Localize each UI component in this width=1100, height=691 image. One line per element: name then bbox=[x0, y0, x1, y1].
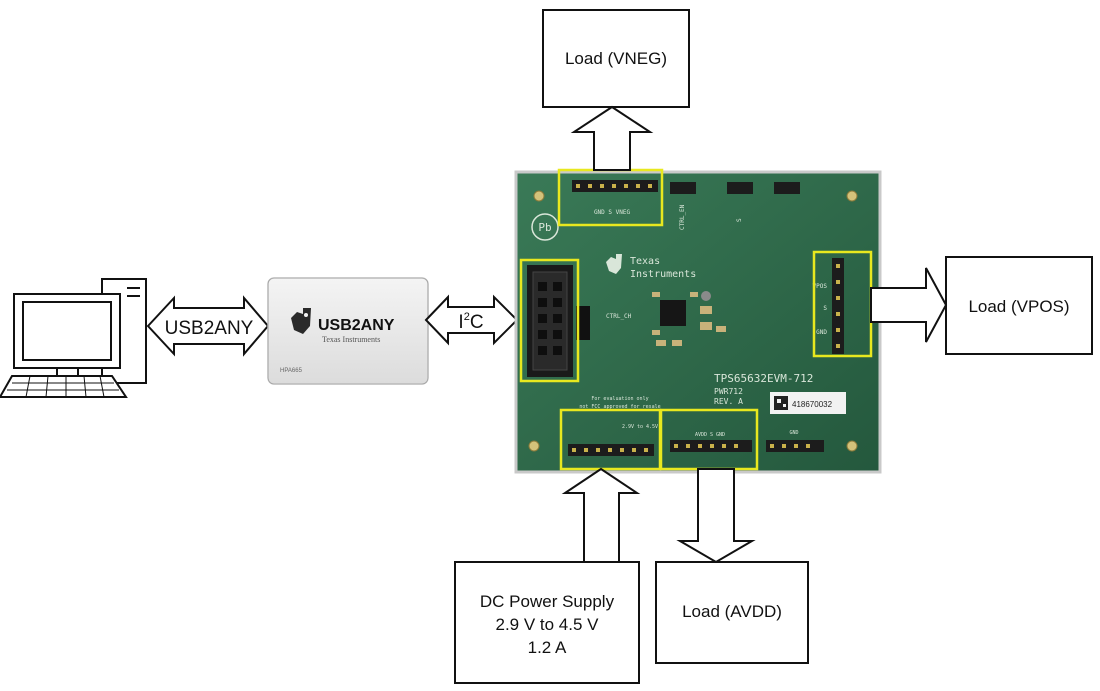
i2c-link-label: I2C bbox=[458, 311, 483, 333]
usb2any-tag: HPA665 bbox=[280, 368, 303, 374]
i2c-connector bbox=[527, 265, 590, 377]
board-brand-line1: Texas bbox=[630, 256, 660, 267]
jumper-label-s: S bbox=[736, 218, 743, 222]
pwr-code: PWR712 bbox=[714, 387, 743, 396]
header-supply: 2.9V to 4.5V bbox=[568, 424, 658, 456]
evm-board: Pb Texas Instruments GND S VNEG CTRL_EN … bbox=[514, 170, 882, 474]
pb-mark-text: Pb bbox=[538, 221, 551, 234]
header-vneg-label: GND S VNEG bbox=[594, 209, 631, 216]
board-brand-line2: Instruments bbox=[630, 269, 696, 280]
revision: REV. A bbox=[714, 397, 743, 406]
header-vpos-label-2: S bbox=[823, 305, 827, 312]
usb2any-device: USB2ANY Texas Instruments HPA665 bbox=[267, 277, 429, 385]
header-gnd: GND bbox=[766, 430, 824, 452]
load-avdd-block: Load (AVDD) bbox=[655, 561, 809, 664]
dc-supply-line3: 1.2 A bbox=[528, 638, 567, 657]
header-vpos-label-1: VPOS bbox=[813, 283, 828, 290]
pb-free-icon bbox=[531, 213, 559, 241]
arrow-to-vpos bbox=[870, 267, 948, 343]
computer-icon bbox=[0, 278, 147, 398]
ti-logo-icon bbox=[291, 308, 311, 334]
usb2any-brand-text: Texas Instruments bbox=[322, 335, 380, 344]
usb2any-logo-text: USB2ANY bbox=[318, 317, 395, 334]
barcode-number: 418670032 bbox=[792, 400, 833, 409]
board-ti-logo-icon bbox=[606, 254, 622, 274]
usb-link-label: USB2ANY bbox=[165, 318, 254, 339]
header-gnd-label: GND bbox=[789, 430, 798, 436]
header-supply-label: 2.9V to 4.5V bbox=[622, 424, 658, 430]
arrow-to-avdd bbox=[676, 468, 756, 564]
part-number: TPS65632EVM-712 bbox=[714, 372, 813, 385]
arrow-to-vneg bbox=[570, 105, 654, 171]
load-vpos-block: Load (VPOS) bbox=[945, 256, 1093, 355]
chip-label: CTRL_CH bbox=[606, 313, 632, 320]
header-vpos: VPOS S GND bbox=[813, 258, 844, 354]
header-avdd: AVDD S GND bbox=[670, 432, 752, 452]
dc-supply-line1: DC Power Supply bbox=[480, 592, 615, 611]
header-avdd-label: AVDD S GND bbox=[695, 432, 725, 438]
highlight-i2c bbox=[519, 258, 580, 383]
dc-supply-block: DC Power Supply 2.9 V to 4.5 V 1.2 A bbox=[454, 561, 640, 684]
arrow-from-supply bbox=[561, 467, 641, 563]
eval-note-line2: not FCC approved for resale bbox=[579, 404, 660, 410]
jumper-block: CTRL_EN S bbox=[670, 182, 800, 230]
load-vneg-block: Load (VNEG) bbox=[542, 9, 690, 108]
load-vpos-label: Load (VPOS) bbox=[968, 297, 1069, 316]
jumper-label-ctrl-en: CTRL_EN bbox=[679, 204, 686, 230]
header-vneg: GND S VNEG bbox=[572, 180, 658, 216]
usb-link-arrow: USB2ANY bbox=[146, 295, 270, 357]
load-avdd-label: Load (AVDD) bbox=[682, 602, 782, 621]
i2c-link-arrow: I2C bbox=[424, 294, 519, 346]
barcode-label: 418670032 bbox=[770, 392, 846, 414]
header-vpos-label-3: GND bbox=[816, 329, 827, 336]
load-vneg-label: Load (VNEG) bbox=[565, 49, 667, 68]
smd-components: CTRL_CH bbox=[606, 291, 726, 346]
eval-note-line1: For evaluation only bbox=[591, 396, 648, 402]
dc-supply-line2: 2.9 V to 4.5 V bbox=[495, 615, 599, 634]
